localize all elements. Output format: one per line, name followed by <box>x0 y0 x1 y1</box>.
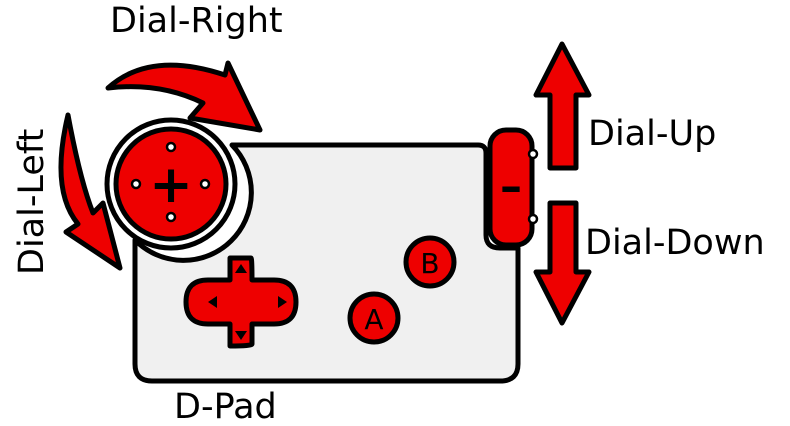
dial-plus-symbol: + <box>149 155 193 215</box>
dial-side-dot-upper <box>527 148 539 160</box>
dial-side[interactable]: – <box>487 127 539 248</box>
b-button-label: B <box>420 247 439 280</box>
dpad[interactable] <box>183 255 299 349</box>
dpad-label: D-Pad <box>174 387 277 421</box>
dial-front[interactable]: + <box>104 117 238 251</box>
dial-down-arrow-icon <box>533 200 592 326</box>
dial-left-arrow-icon <box>58 112 123 271</box>
dial-dot-top <box>165 141 177 153</box>
dial-dot-right <box>199 178 211 190</box>
dial-down-label: Dial-Down <box>585 223 765 263</box>
dial-up-label: Dial-Up <box>588 114 716 154</box>
b-button[interactable]: B <box>403 235 457 289</box>
dpad-down-arrow-icon <box>235 331 247 340</box>
dial-left-label: Dial-Left <box>12 129 52 275</box>
dial-up-arrow-icon <box>533 41 592 171</box>
dial-side-dot-lower <box>527 213 539 225</box>
dial-right-arrow-icon <box>105 60 263 133</box>
dial-minus-symbol: – <box>500 161 522 212</box>
dial-dot-bottom <box>165 211 177 223</box>
dpad-left-arrow-icon <box>208 296 217 308</box>
dpad-right-arrow-icon <box>278 296 287 308</box>
a-button-label: A <box>364 303 383 336</box>
dial-right-label: Dial-Right <box>110 1 283 41</box>
dpad-up-arrow-icon <box>235 264 247 273</box>
dial-dot-left <box>130 178 142 190</box>
a-button[interactable]: A <box>347 291 401 345</box>
